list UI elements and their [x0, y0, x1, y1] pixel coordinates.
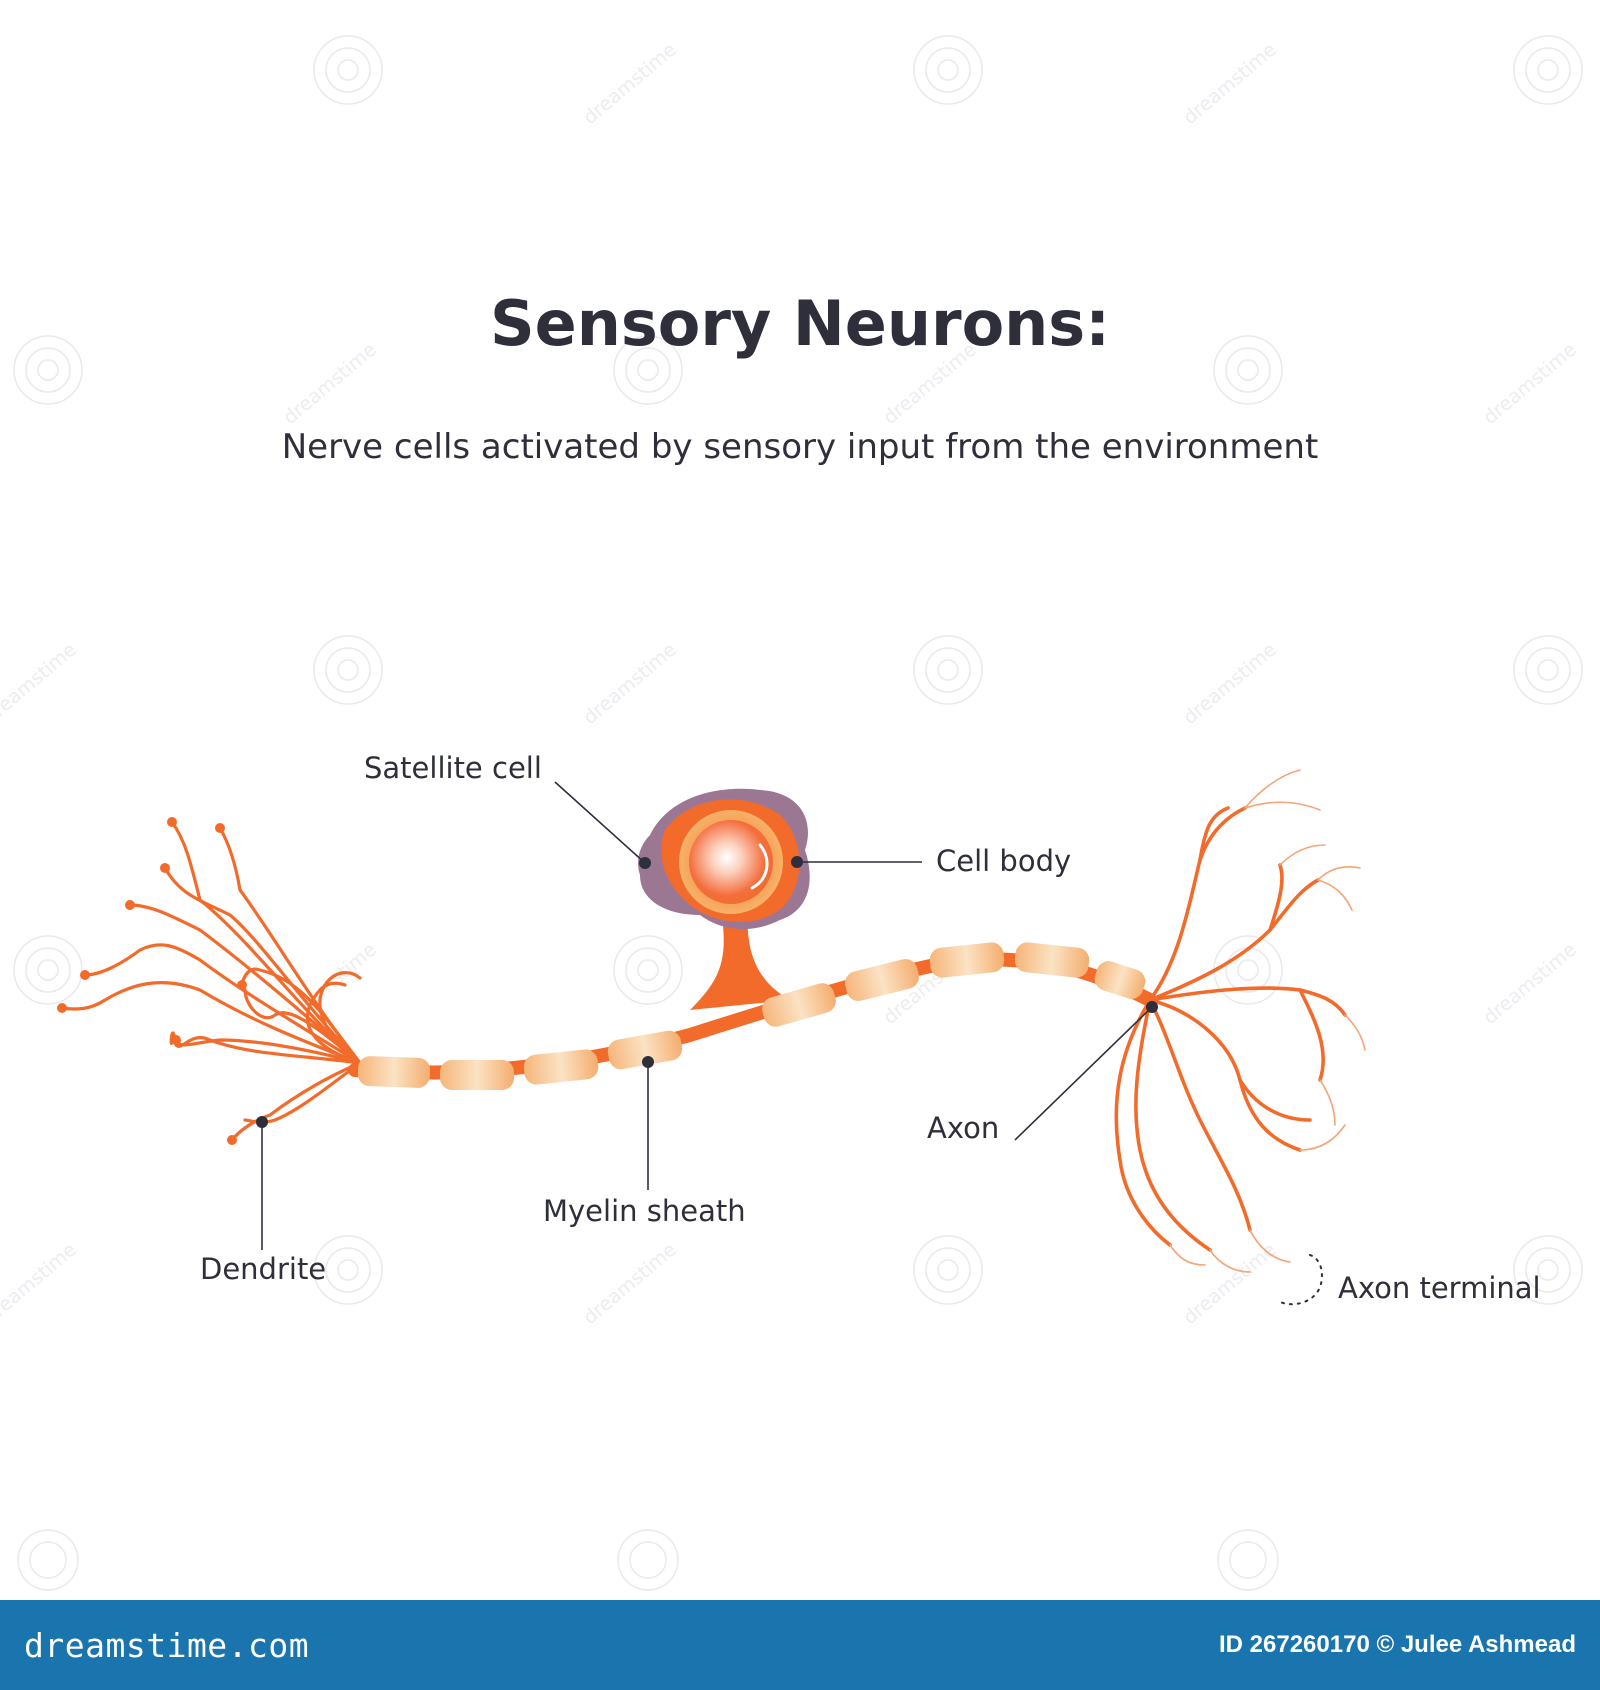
watermark-text: dreamstime [1179, 639, 1281, 729]
axon-terminal [1114, 769, 1366, 1273]
watermark-icon [17, 1529, 79, 1591]
cell-body [638, 788, 810, 930]
satellite-cell-marker [639, 857, 651, 869]
watermark-icon [613, 335, 683, 405]
footer-brand: dreamstime.com [24, 1625, 310, 1665]
myelin-sheath-marker [642, 1056, 654, 1068]
watermark-text: dreamstime [1479, 939, 1581, 1029]
watermark-icon [1513, 35, 1583, 105]
neuron [57, 769, 1366, 1273]
watermark-icon [1213, 935, 1283, 1005]
footer-bar: dreamstime.com ID 267260170 © Julee Ashm… [0, 1600, 1600, 1690]
watermark-icon [1213, 335, 1283, 405]
neuron-diagram: dreamstime dreamstime dreamstime dreamst… [0, 35, 1583, 1591]
dendrite-marker [256, 1116, 268, 1128]
watermark-icon [1513, 635, 1583, 705]
watermark-icon [13, 335, 83, 405]
watermark-text: dreamstime [579, 39, 681, 129]
watermark-icon [313, 635, 383, 705]
myelin-sheath [357, 942, 1146, 1090]
watermark-icon [913, 635, 983, 705]
watermark-text: dreamstime [1179, 1239, 1281, 1329]
axon-marker [1146, 1001, 1158, 1013]
page-subtitle: Nerve cells activated by sensory input f… [282, 427, 1319, 467]
watermark-icon [913, 1235, 983, 1305]
watermark-text: dreamstime [0, 1239, 81, 1329]
footer-credit: ID 267260170 © Julee Ashmead [1219, 1631, 1576, 1658]
label-axon: Axon [927, 1111, 999, 1145]
watermark-text: dreamstime [0, 639, 81, 729]
leader-lines [256, 781, 1323, 1306]
watermark-text: dreamstime [1479, 339, 1581, 429]
cell-body-stem [690, 905, 790, 1010]
axon-terminal-marker [1279, 1254, 1323, 1306]
watermark-text: dreamstime [279, 339, 381, 429]
watermark-text: dreamstime [579, 1239, 681, 1329]
watermark-icon [913, 35, 983, 105]
watermark-icon [13, 935, 83, 1005]
watermark-icon [1217, 1529, 1279, 1591]
watermark-icon [617, 1529, 679, 1591]
watermark-icon [1513, 1235, 1583, 1305]
watermark-text: dreamstime [579, 639, 681, 729]
watermark-icon [613, 935, 683, 1005]
watermark-icon [313, 1235, 383, 1305]
watermark-icon [313, 35, 383, 105]
watermark-text: dreamstime [1179, 39, 1281, 129]
label-myelin-sheath: Myelin sheath [543, 1194, 746, 1228]
dendrites [57, 817, 362, 1145]
cell-body-marker [791, 856, 803, 868]
label-axon-terminal: Axon terminal [1338, 1271, 1541, 1305]
page-title: Sensory Neurons: [490, 287, 1110, 360]
label-dendrite: Dendrite [200, 1252, 326, 1286]
label-cell-body: Cell body [936, 844, 1071, 878]
label-satellite-cell: Satellite cell [364, 751, 542, 785]
